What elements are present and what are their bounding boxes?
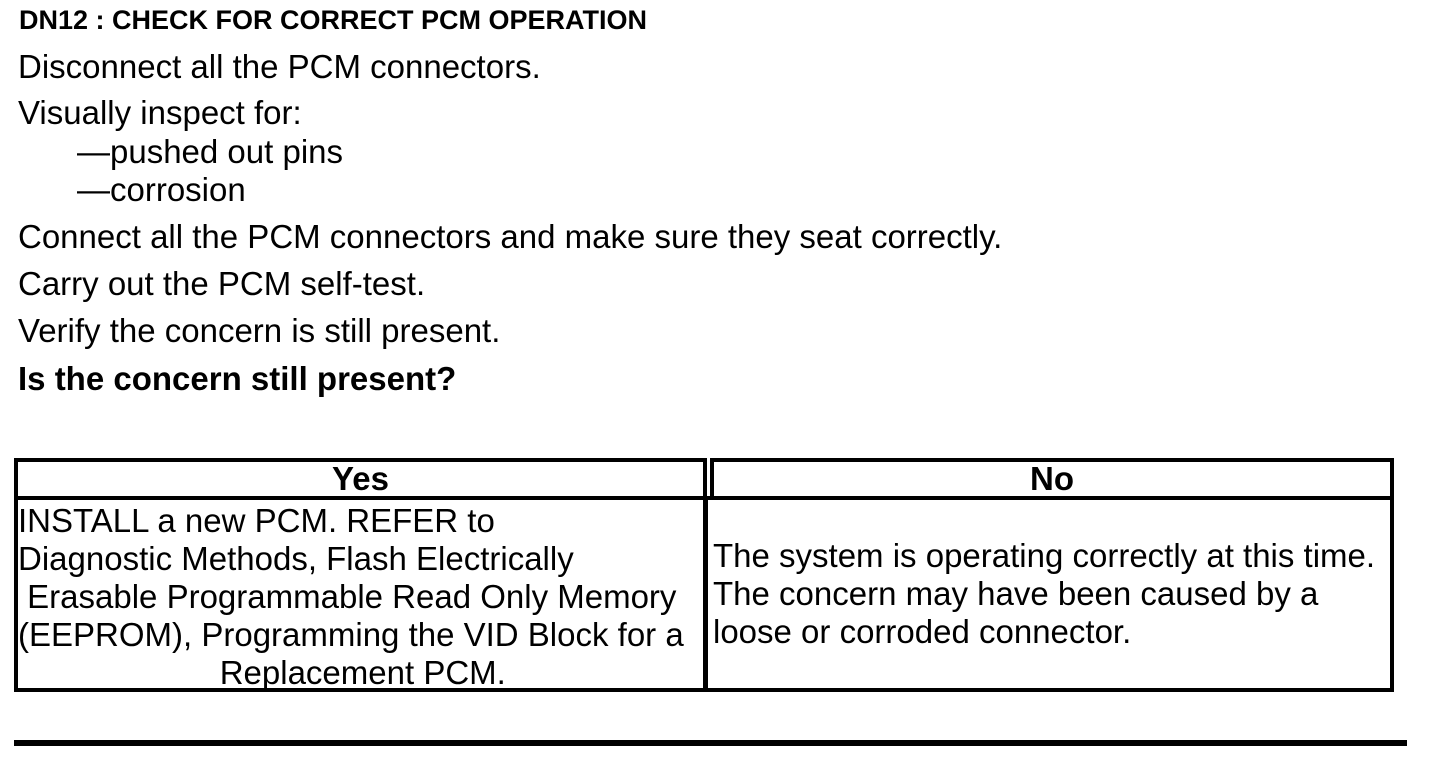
inspect-item-corrosion: —corrosion [77, 171, 246, 208]
yes-action-cell: INSTALL a new PCM. REFER to Diagnostic M… [18, 500, 708, 688]
step-connect-connectors: Connect all the PCM connectors and make … [18, 218, 1003, 255]
step-verify-concern: Verify the concern is still present. [18, 312, 501, 349]
step-pcm-self-test: Carry out the PCM self-test. [18, 265, 426, 302]
decision-table-body-row: INSTALL a new PCM. REFER to Diagnostic M… [14, 496, 1394, 692]
no-action-cell: The system is operating correctly at thi… [708, 500, 1390, 688]
step-disconnect-connectors: Disconnect all the PCM connectors. [18, 48, 541, 85]
bottom-divider-rule [14, 740, 1407, 746]
procedure-heading: DN12 : CHECK FOR CORRECT PCM OPERATION [19, 5, 648, 35]
decision-table: Yes No INSTALL a new PCM. REFER to Diagn… [14, 458, 1394, 692]
no-column-header: No [710, 458, 1394, 500]
no-action-text: The system is operating correctly at thi… [713, 537, 1376, 650]
decision-question: Is the concern still present? [18, 360, 457, 397]
step-visually-inspect-intro: Visually inspect for: [18, 94, 302, 131]
inspect-item-pushed-out-pins: —pushed out pins [77, 133, 344, 170]
yes-column-header: Yes [14, 458, 707, 500]
decision-table-header-row: Yes No [14, 458, 1394, 500]
